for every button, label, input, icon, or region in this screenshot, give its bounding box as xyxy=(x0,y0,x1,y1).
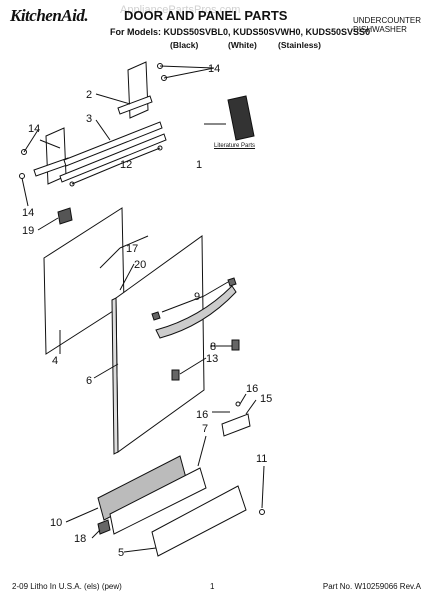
outer-door-edge xyxy=(111,297,119,455)
variant-black: (Black) xyxy=(170,40,199,50)
literature-parts-label: Literature Parts xyxy=(214,143,256,149)
screw-left-2 xyxy=(19,173,25,179)
screw-rail-1 xyxy=(69,181,75,187)
door-rail-lower xyxy=(59,133,167,183)
literature-booklet xyxy=(227,95,255,141)
callout-2: 2 xyxy=(86,89,92,101)
callout-3: 3 xyxy=(86,113,92,125)
callout-9: 9 xyxy=(194,291,200,303)
handle-cap-left xyxy=(151,311,161,321)
callout-16-lower: 16 xyxy=(196,409,208,421)
screw-left-1 xyxy=(21,149,27,155)
footer-page-number: 1 xyxy=(210,582,215,591)
screw-rail-2 xyxy=(157,145,163,151)
door-handle xyxy=(155,285,237,339)
callout-8: 8 xyxy=(210,341,216,353)
callout-1: 1 xyxy=(196,159,202,171)
appliance-line-2: DISHWASHER xyxy=(353,25,407,34)
callout-12: 12 xyxy=(120,159,132,171)
callout-6: 6 xyxy=(86,375,92,387)
callout-13: 13 xyxy=(206,353,218,365)
clip-part-18 xyxy=(97,519,111,535)
callout-7: 7 xyxy=(202,423,208,435)
plug-part-8 xyxy=(231,339,240,351)
toe-panel-rear xyxy=(109,467,207,535)
callout-5: 5 xyxy=(118,547,124,559)
callout-14-lower: 14 xyxy=(22,207,34,219)
callout-18: 18 xyxy=(74,533,86,545)
callout-19: 19 xyxy=(22,225,34,237)
models-line: For Models: KUDS50SVBL0, KUDS50SVWH0, KU… xyxy=(110,27,371,37)
handle-cap-right xyxy=(227,277,237,287)
clip-part-19 xyxy=(57,207,73,225)
callout-17: 17 xyxy=(126,243,138,255)
hinge-arm-right xyxy=(117,95,153,115)
callout-14-top: 14 xyxy=(208,63,220,75)
callout-4: 4 xyxy=(52,355,58,367)
page-title: DOOR AND PANEL PARTS xyxy=(124,8,288,23)
appliance-type: UNDERCOUNTER DISHWASHER xyxy=(353,16,421,34)
callout-11: 11 xyxy=(256,453,267,465)
callout-20: 20 xyxy=(134,259,146,271)
variant-white: (White) xyxy=(228,40,257,50)
door-rail xyxy=(63,121,163,167)
brand-logo: KitchenAid. xyxy=(10,6,89,25)
watermark: AppliancePartsPros.com xyxy=(120,4,241,16)
callout-16-upper: 16 xyxy=(246,383,258,395)
footer-litho: 2-09 Litho In U.S.A. (els) (pew) xyxy=(12,582,122,591)
footer-part-number: Part No. W10259066 Rev.A xyxy=(322,582,421,591)
screw-part-11 xyxy=(259,509,265,515)
callout-14-left: 14 xyxy=(28,123,40,135)
outer-door-panel xyxy=(115,235,205,453)
variant-stainless: (Stainless) xyxy=(278,40,321,50)
appliance-line-1: UNDERCOUNTER xyxy=(353,16,421,25)
screw-badge xyxy=(235,401,241,407)
callout-15: 15 xyxy=(260,393,272,405)
badge-part-15 xyxy=(221,413,251,437)
plug-part-13 xyxy=(171,369,180,381)
callout-10: 10 xyxy=(50,517,62,529)
